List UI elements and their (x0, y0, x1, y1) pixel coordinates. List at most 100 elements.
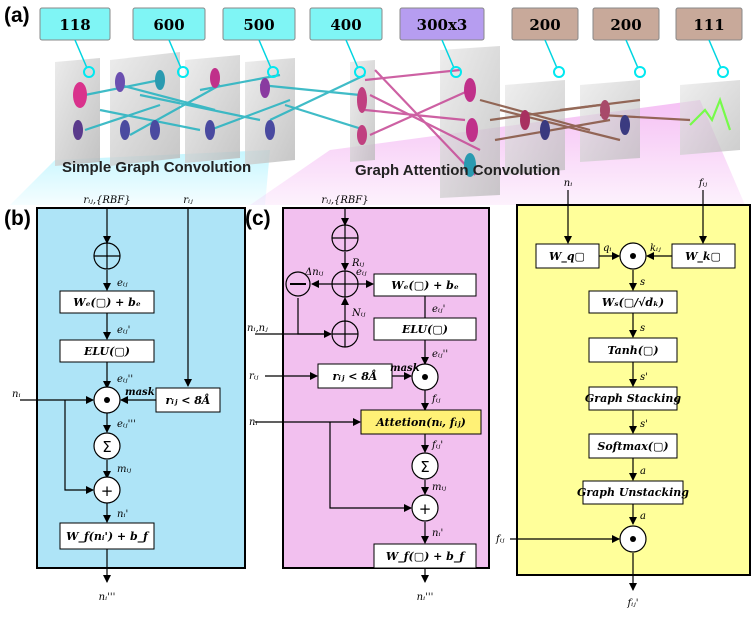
panel-c-sum-icon (411, 452, 439, 480)
layer-size-value: 300x3 (417, 16, 468, 34)
layer-connections (84, 68, 732, 176)
panel-b-we-box (59, 290, 155, 314)
panel-b-wf-box (59, 522, 155, 550)
panel-b-input-top: rᵢⱼ,{RBF} (83, 195, 130, 206)
layer-size-pointer (625, 39, 639, 69)
panel-d-output: fᵢⱼ' (626, 598, 638, 609)
panel-c-r-vec: Rᵢⱼ (351, 258, 365, 269)
panel-d-flow (510, 190, 707, 591)
panel-c-we-box (373, 273, 477, 297)
panel-c-f1: fᵢⱼ (431, 394, 441, 405)
panel-d-stack-box (588, 386, 678, 411)
panel-b-input-n: nᵢ (12, 389, 20, 400)
layer-size-tag: 111 (675, 7, 743, 78)
panel-c-n-vec: Nᵢⱼ (351, 308, 366, 319)
panel-d-softmax-box (588, 433, 678, 459)
layer-size-tag: 500 (222, 7, 296, 78)
panel-c-wf-box (373, 543, 477, 569)
layer-size-pointer (74, 39, 88, 69)
panel-b-e3: eᵢⱼ'' (117, 374, 133, 385)
layer-size-marker (634, 66, 646, 78)
panel-c-flow (255, 208, 429, 583)
layer-size-tag: 400 (309, 7, 383, 78)
panel-b-output: nᵢ''' (99, 592, 116, 603)
panel-b-flow (20, 208, 192, 583)
panel-c-we-text: Wₑ(▢) + bₑ (391, 279, 459, 292)
layer-size-marker (83, 66, 95, 78)
panel-b-mask: mask (125, 387, 155, 398)
layer-size-marker (553, 66, 565, 78)
panel-d-s: s (640, 323, 645, 334)
panel-b-label: (b) (4, 207, 31, 230)
panel-c-mask: mask (390, 363, 420, 374)
layer-size-marker (450, 66, 462, 78)
panel-d-ws-text: Wₛ(▢/√dₖ) (602, 296, 664, 309)
panel-d-wq-text: W_q▢ (549, 250, 585, 264)
layer-size-pointer (168, 39, 182, 69)
layer-size-value: 400 (330, 16, 361, 34)
panel-d-ws-box (588, 290, 678, 314)
panel-b-elu-text: ELU(▢) (83, 345, 130, 358)
panel-c-m: mᵢⱼ (432, 482, 446, 493)
layer-size-value: 200 (610, 16, 641, 34)
layer-size-tag: 200 (511, 7, 579, 78)
panel-b-box (36, 207, 246, 569)
panel-c-plus-icon (411, 494, 439, 522)
layer-size-pointer (441, 39, 455, 69)
layer-size-labels: 118 600 500 400 300x3 200 200 111 (39, 7, 743, 78)
panel-d-wk-box (671, 243, 736, 269)
panel-c-input-top: rᵢⱼ,{RBF} (321, 195, 368, 206)
panel-d-tanh-text: Tanh(▢) (607, 344, 658, 357)
svg-text:Σ: Σ (420, 458, 429, 476)
panel-b-cutoff-box (155, 387, 221, 413)
layer-size-value: 600 (153, 16, 184, 34)
panel-d-input-n: nᵢ (564, 178, 572, 189)
panel-b-sum-icon (93, 432, 121, 460)
panel-c-output: nᵢ''' (417, 592, 434, 603)
panel-c-delta-n: Δnᵢⱼ (304, 267, 324, 278)
panel-b-e2: eᵢⱼ' (117, 325, 130, 336)
panel-d-input-f: fᵢⱼ (698, 178, 708, 189)
layer-size-pointer (544, 39, 558, 69)
graph-attention-convolution-label: Graph Attention Convolution (355, 162, 560, 179)
panel-c-wf-text: W_f(▢) + b_f (386, 550, 466, 564)
panel-c-e1: eᵢⱼ (356, 267, 367, 278)
layer-size-value: 111 (693, 16, 724, 34)
panel-d-wk-text: W_k▢ (685, 250, 721, 264)
panel-b-we-text: Wₑ(▢) + bₑ (73, 296, 141, 309)
panel-d-k: kᵢⱼ (650, 243, 661, 254)
layer-size-value: 500 (243, 16, 274, 34)
panel-b-m: mᵢⱼ (117, 464, 131, 475)
panel-b-input-r: rᵢⱼ (183, 195, 193, 206)
panel-c-e3: eᵢⱼ'' (432, 349, 448, 360)
layer-size-tag: 200 (592, 7, 660, 78)
layer-size-tag: 300x3 (399, 7, 485, 78)
panel-d-tanh-box (588, 337, 678, 363)
panel-d-softmax-text: Softmax(▢) (597, 440, 668, 453)
panel-c-label: (c) (245, 207, 271, 230)
layer-size-pointer (708, 39, 722, 69)
panel-b-elu-box (59, 339, 155, 363)
layer-size-value: 200 (529, 16, 560, 34)
layer-size-tag: 118 (39, 7, 111, 78)
panel-d-q: qᵢ (603, 243, 611, 254)
panel-c-cutoff-box (317, 363, 393, 389)
panel-c-elu-box (373, 317, 477, 341)
panel-c-n-prime: nᵢ' (432, 528, 443, 539)
layer-size-pointer (345, 39, 359, 69)
panel-b-plus-icon (93, 476, 121, 504)
panel-d-input-f-side: fᵢⱼ (495, 534, 505, 545)
panel-d-stack-text: Graph Stacking (585, 392, 681, 405)
panel-d-a-vec: a (640, 466, 646, 477)
layer-nodes (73, 68, 630, 177)
panel-a-label: (a) (4, 4, 30, 27)
panel-c-minus-icon (285, 271, 311, 297)
layer-size-pointer (258, 39, 272, 69)
panel-d-s-vec2: s' (640, 419, 648, 430)
svg-text:Σ: Σ (102, 438, 111, 456)
layer-size-marker (177, 66, 189, 78)
panel-d-s-prime: s' (640, 372, 648, 383)
panel-b-wf-text: W_f(nᵢ') + b_f (66, 530, 150, 544)
layer-size-marker (267, 66, 279, 78)
